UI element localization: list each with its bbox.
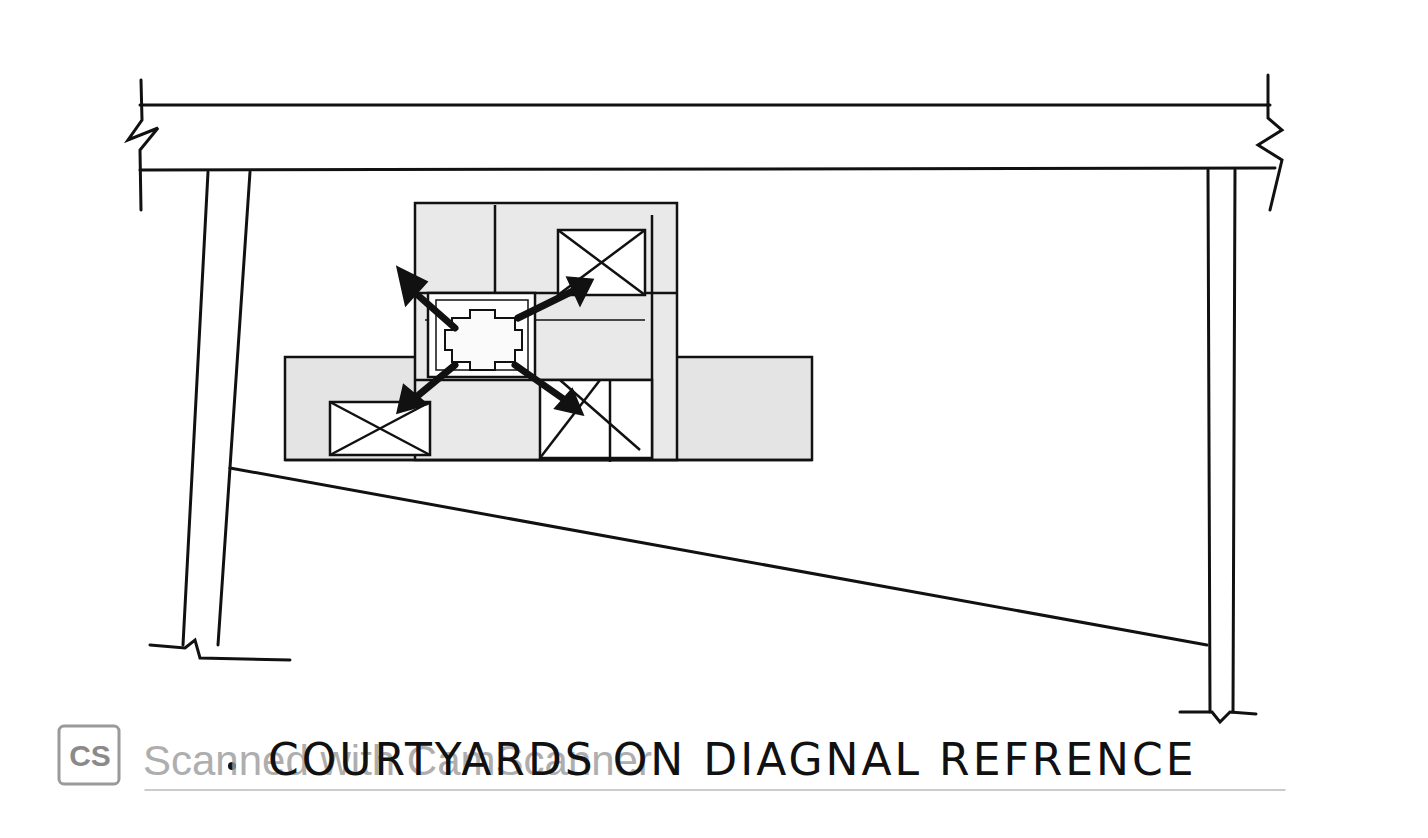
watermark-logo: CS [60, 727, 120, 785]
caption-text: COURTYARDS ON DIAGNAL REFRENCE [268, 734, 1197, 785]
